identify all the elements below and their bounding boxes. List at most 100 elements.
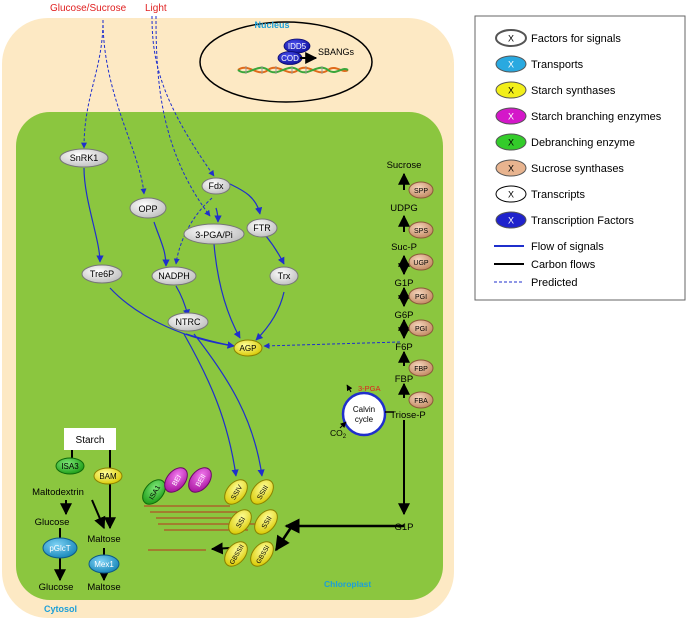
ugp-text: UGP xyxy=(413,260,429,267)
ssi-text: SSI xyxy=(235,516,247,529)
trx-node xyxy=(269,266,299,286)
light-label: Light xyxy=(145,3,167,14)
gbssii-node xyxy=(224,541,248,567)
ssiv-node xyxy=(224,479,248,505)
legend-swatch-mark: X xyxy=(508,216,514,226)
legend-line-label: Flow of signals xyxy=(531,241,604,253)
ntrc-node xyxy=(167,312,209,332)
legend-line-label: Predicted xyxy=(531,277,577,289)
legend-swatch-mark: X xyxy=(508,138,514,148)
sucrose-synthase-nodes: SPP SPS UGP PGI PGI FBP FBA xyxy=(408,181,434,409)
spp-node xyxy=(408,181,434,199)
udpg-text: UDPG xyxy=(390,203,417,214)
ftr-node xyxy=(246,218,278,238)
snrk1-node xyxy=(59,148,109,168)
fdx-node xyxy=(201,177,231,195)
isa3-node xyxy=(55,457,85,475)
co2-text: CO2 xyxy=(330,428,347,440)
beii-node xyxy=(188,467,212,493)
idd5-text: IDD5 xyxy=(288,42,307,51)
fbp-enzyme-text: FBP xyxy=(414,366,428,373)
gbssi-node xyxy=(250,541,274,567)
legend-item: X Starch synthases xyxy=(495,81,616,99)
legend-item: X Transcripts xyxy=(495,185,585,203)
maltose-cytosol-text: Maltose xyxy=(87,582,120,593)
legend-swatch xyxy=(495,107,527,125)
branching-enzymes: ISA1 BEI BEII xyxy=(142,467,212,505)
ftr-text: FTR xyxy=(253,223,271,233)
legend-swatch-mark: X xyxy=(508,190,514,200)
legend-swatch xyxy=(495,29,527,47)
f6p-text: F6P xyxy=(395,342,412,353)
fdx-text: Fdx xyxy=(208,181,224,191)
pga-pi-text: 3-PGA/Pi xyxy=(195,230,233,240)
legend-swatch-mark: X xyxy=(508,164,514,174)
ntrc-text: NTRC xyxy=(176,317,201,327)
legend-label: Transcription Factors xyxy=(531,215,634,227)
legend-line-label: Carbon flows xyxy=(531,259,596,271)
chloroplast-label: Chloroplast xyxy=(324,579,371,589)
trx-text: Trx xyxy=(278,271,291,281)
predicted-arrows xyxy=(81,15,401,349)
agp-node xyxy=(233,339,263,357)
g6p-text: G6P xyxy=(394,310,413,321)
dna-icon xyxy=(237,66,349,74)
cod-text: COD xyxy=(281,54,299,63)
pgi-text-2: PGI xyxy=(415,326,427,333)
g1p-bottom-text: G1P xyxy=(394,522,413,533)
legend-label: Factors for signals xyxy=(531,33,621,45)
legend-swatch-mark: X xyxy=(508,86,514,96)
sbangs-text: SBANGs xyxy=(318,47,355,57)
pga3-text: 3-PGA xyxy=(358,384,381,393)
tre6p-text: Tre6P xyxy=(90,269,114,279)
bam-node xyxy=(93,467,123,485)
signal-arrows xyxy=(83,167,285,477)
legend-line-item: Carbon flows xyxy=(494,259,596,271)
cytosol-label: Cytosol xyxy=(44,604,77,614)
triose-p-text: Triose-P xyxy=(390,410,426,421)
fba-node xyxy=(408,391,434,409)
mex1-text: Mex1 xyxy=(94,560,114,569)
nadph-text: NADPH xyxy=(158,271,190,281)
maltose-text: Maltose xyxy=(87,534,120,545)
suc-p-text: Suc-P xyxy=(391,242,417,253)
fba-text: FBA xyxy=(414,398,428,405)
pgi-node-2 xyxy=(408,319,434,337)
bam-text: BAM xyxy=(99,472,117,481)
isa1-node xyxy=(142,479,166,505)
bei-node xyxy=(164,467,188,493)
mex1-node xyxy=(88,554,120,574)
bei-text: BEI xyxy=(171,474,183,487)
starch-box xyxy=(64,428,116,450)
legend-label: Sucrose synthases xyxy=(531,163,624,175)
agp-text: AGP xyxy=(240,344,257,353)
legend-swatch xyxy=(495,133,527,151)
starch-synthases: SSIV SSIII SSI SSII GBSSII GBSSI xyxy=(224,479,278,567)
isa3-text: ISA3 xyxy=(61,462,79,471)
gbss-arrow xyxy=(210,542,231,555)
fbp-text: FBP xyxy=(395,374,413,385)
ssii-node xyxy=(254,509,278,535)
nucleus-label: Nucleus xyxy=(254,20,289,30)
pglct-node xyxy=(42,537,78,559)
legend-label: Starch branching enzymes xyxy=(531,111,662,123)
legend-item: X Transcription Factors xyxy=(495,211,634,229)
legend-swatch xyxy=(495,81,527,99)
ssi-node xyxy=(228,509,252,535)
degradation-enzymes: ISA3 BAM pGlcT Mex1 xyxy=(42,457,123,574)
calvin-cycle: Calvin cycle 3-PGA CO2 xyxy=(330,384,394,440)
ugp-node xyxy=(408,253,434,271)
nadph-node xyxy=(151,266,197,286)
snrk1-text: SnRK1 xyxy=(70,153,99,163)
synthesis-arrows xyxy=(274,518,404,552)
legend-swatch-mark: X xyxy=(508,112,514,122)
legend-item: X Sucrose synthases xyxy=(495,159,624,177)
legend-label: Starch synthases xyxy=(531,85,616,97)
legend-label: Transcripts xyxy=(531,189,585,201)
ssiii-node xyxy=(250,479,274,505)
legend-swatch-mark: X xyxy=(508,60,514,70)
